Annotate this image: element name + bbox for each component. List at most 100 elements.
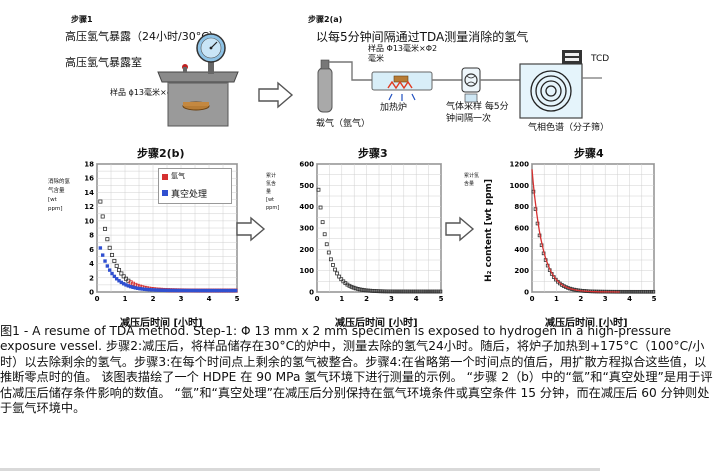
data-point	[105, 264, 110, 268]
figure-caption: 图1 - A resume of TDA method. Step-1: Φ 1…	[0, 324, 713, 416]
tda-apparatus-diagram	[317, 50, 602, 119]
data-point	[372, 289, 377, 293]
data-point	[114, 263, 119, 268]
x-tick-label: 1	[123, 295, 128, 303]
y-tick-label: 10	[84, 217, 94, 225]
data-point	[393, 289, 397, 294]
step1-title: 高压氢气暴露（24小时/30°C）	[65, 30, 220, 43]
y-tick-label: 8	[89, 232, 94, 240]
fit-curve	[531, 169, 620, 293]
arrow-step1-to-step2a	[258, 81, 294, 109]
data-point	[114, 277, 119, 281]
step1-label: 步骤1	[71, 15, 93, 24]
data-point	[403, 289, 408, 294]
data-point	[417, 289, 422, 294]
data-point	[331, 263, 335, 267]
data-point	[362, 288, 366, 292]
data-point	[366, 288, 370, 293]
data-point	[635, 289, 639, 294]
data-point	[426, 289, 430, 294]
data-point	[324, 242, 329, 247]
data-point	[105, 237, 110, 242]
x-tick-label: 0	[315, 295, 320, 303]
data-point	[651, 289, 656, 294]
y-tick-label: 600	[299, 161, 314, 169]
data-point	[409, 289, 414, 294]
y-tick-label: 18	[84, 161, 94, 169]
legend-label-argon: 氩气	[171, 172, 185, 180]
data-point	[411, 289, 416, 294]
data-point	[110, 271, 114, 276]
data-point	[100, 214, 105, 219]
step2a-sample-label: 样品 Φ13毫米×Φ2毫米	[368, 44, 438, 63]
x-tick-label: 0	[530, 295, 535, 303]
data-point	[395, 289, 399, 294]
chart-step2b-title: 步骤2(b)	[137, 147, 185, 160]
data-point	[625, 289, 629, 294]
data-point	[388, 289, 393, 294]
data-point	[353, 286, 358, 291]
y-tick-label: 400	[299, 203, 314, 211]
data-point	[631, 289, 635, 294]
x-tick-label: 1	[339, 295, 344, 303]
data-point	[629, 289, 633, 294]
data-point	[419, 289, 424, 294]
legend-label-vacuum: 真空处理	[171, 190, 208, 200]
data-point	[384, 289, 389, 294]
data-point	[413, 289, 418, 294]
chart-step4-ylabel: H₂ content [wt ppm]	[484, 178, 494, 282]
y-tick-label: 14	[84, 189, 94, 197]
data-point	[407, 289, 412, 294]
arrow-step2b-to-step3	[236, 216, 266, 242]
y-tick-label: 2	[89, 274, 94, 282]
data-point	[621, 289, 625, 294]
legend-swatch-argon	[162, 174, 168, 180]
x-tick-label: 4	[627, 295, 632, 303]
data-point	[112, 274, 117, 279]
data-point	[364, 288, 368, 293]
data-point	[119, 271, 124, 276]
data-point	[100, 253, 105, 257]
data-point	[401, 289, 406, 294]
x-tick-label: 5	[235, 295, 240, 303]
data-point	[633, 289, 637, 294]
data-point	[380, 289, 385, 294]
data-point	[428, 289, 432, 294]
data-point	[328, 257, 333, 262]
data-point	[623, 289, 627, 294]
x-tick-label: 5	[439, 295, 444, 303]
data-point	[316, 187, 321, 192]
data-point	[645, 289, 650, 294]
data-point	[351, 285, 356, 290]
data-point	[233, 288, 238, 293]
data-point	[355, 287, 360, 291]
data-point	[326, 250, 331, 255]
arrow-step3-to-step4	[445, 216, 475, 242]
y-tick-label: 400	[514, 246, 529, 254]
chart-step2b-legend: 氩气 真空处理	[158, 168, 232, 204]
y-tick-label: 200	[514, 267, 529, 275]
data-point	[335, 271, 339, 276]
chart-step4-ylabel-cn: 累计氢含量	[464, 173, 480, 187]
x-tick-label: 0	[95, 295, 100, 303]
chart-step3-ylabel: 累计氢含量 [wt ppm]	[266, 173, 280, 211]
data-point	[399, 289, 404, 294]
y-tick-label: 12	[84, 203, 94, 211]
y-tick-label: 0	[89, 289, 94, 297]
data-point	[430, 289, 435, 294]
data-point	[110, 252, 115, 257]
y-tick-label: 0	[524, 289, 529, 297]
data-point	[641, 289, 646, 294]
y-tick-label: 4	[89, 260, 94, 268]
data-point	[382, 289, 387, 294]
chart-step3-title: 步骤3	[358, 147, 388, 160]
chart-step3-xlabel: 减压后时间 [小时]	[335, 318, 418, 329]
data-point	[121, 274, 126, 279]
step2a-label: 步骤2(a)	[308, 15, 343, 24]
data-point	[107, 245, 112, 250]
x-tick-label: 2	[364, 295, 369, 303]
chart-step2b-ylabel: 消除的氢气含量 [wt ppm]	[48, 179, 71, 212]
data-point	[424, 289, 428, 294]
y-tick-label: 16	[84, 175, 94, 183]
